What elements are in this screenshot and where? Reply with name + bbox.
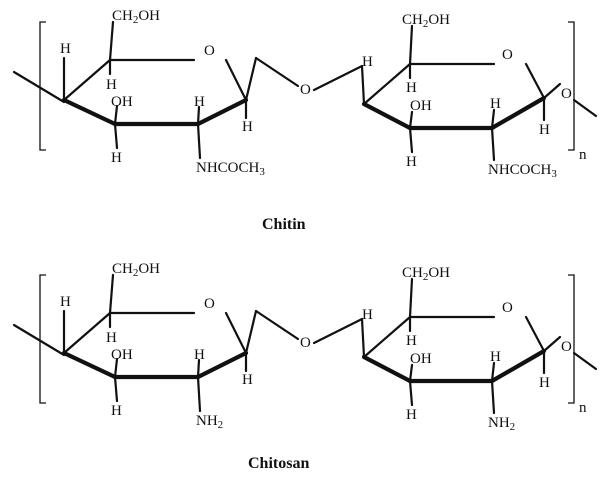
chitosan-skeleton xyxy=(12,273,598,415)
h-c5-label: H xyxy=(406,333,417,349)
acetamido-label: NHCOCH3 xyxy=(196,160,265,178)
amine-label: NH2 xyxy=(196,413,223,431)
chitosan-caption: Chitosan xyxy=(248,455,309,472)
h-c4-label: H xyxy=(362,54,373,70)
glycosidic-oxygen-label: O xyxy=(300,335,311,351)
chain-end-oxygen-label: O xyxy=(561,86,572,102)
h-c4-label: H xyxy=(60,41,71,57)
h-c4-label: H xyxy=(362,307,373,323)
ring-oxygen-label: O xyxy=(502,47,513,63)
h-c3-label: H xyxy=(111,150,122,166)
chitosan-glucosamine-unit-1: CH2OH O H H OH H H H NH2 xyxy=(60,261,253,431)
chitin-structure: CH2OH O H H OH H H H NHCOCH3 O CH2OH O H… xyxy=(12,8,598,233)
h-c1-label: H xyxy=(539,122,550,138)
hydroxyl-label: OH xyxy=(111,347,133,363)
h-c2-label: H xyxy=(194,94,205,110)
ch2oh-label: CH2OH xyxy=(112,8,160,26)
hydroxyl-label: OH xyxy=(410,351,432,367)
chitin-skeleton xyxy=(12,20,598,162)
chitosan-glucosamine-unit-2: CH2OH O H H OH H H H NH2 xyxy=(362,265,550,433)
h-c4-label: H xyxy=(60,294,71,310)
h-c5-label: H xyxy=(106,330,117,346)
ch2oh-label: CH2OH xyxy=(402,265,450,283)
chitin-caption: Chitin xyxy=(262,216,306,233)
h-c1-label: H xyxy=(242,119,253,135)
ring-oxygen-label: O xyxy=(204,43,215,59)
acetamido-label: NHCOCH3 xyxy=(488,162,557,180)
chain-end-oxygen-label: O xyxy=(561,339,572,355)
repeat-subscript: n xyxy=(579,400,587,416)
h-c5-label: H xyxy=(406,80,417,96)
h-c3-label: H xyxy=(111,403,122,419)
h-c3-label: H xyxy=(406,407,417,423)
h-c2-label: H xyxy=(194,347,205,363)
ring-oxygen-label: O xyxy=(204,296,215,312)
h-c1-label: H xyxy=(242,372,253,388)
repeat-subscript: n xyxy=(579,147,587,163)
h-c5-label: H xyxy=(106,77,117,93)
ring-oxygen-label: O xyxy=(502,300,513,316)
hydroxyl-label: OH xyxy=(111,94,133,110)
h-c2-label: H xyxy=(490,349,501,365)
amine-label: NH2 xyxy=(488,415,515,433)
h-c2-label: H xyxy=(490,96,501,112)
h-c1-label: H xyxy=(539,375,550,391)
chitin-glucosamine-unit-2: CH2OH O H H OH H H H NHCOCH3 xyxy=(362,12,557,180)
hydroxyl-label: OH xyxy=(410,98,432,114)
ch2oh-label: CH2OH xyxy=(402,12,450,30)
h-c3-label: H xyxy=(406,154,417,170)
chitin-glucosamine-unit-1: CH2OH O H H OH H H H NHCOCH3 xyxy=(60,8,265,178)
ch2oh-label: CH2OH xyxy=(112,261,160,279)
glycosidic-oxygen-label: O xyxy=(300,82,311,98)
chitosan-structure: CH2OH O H H OH H H H NH2 O CH2OH O H H O… xyxy=(12,261,598,472)
